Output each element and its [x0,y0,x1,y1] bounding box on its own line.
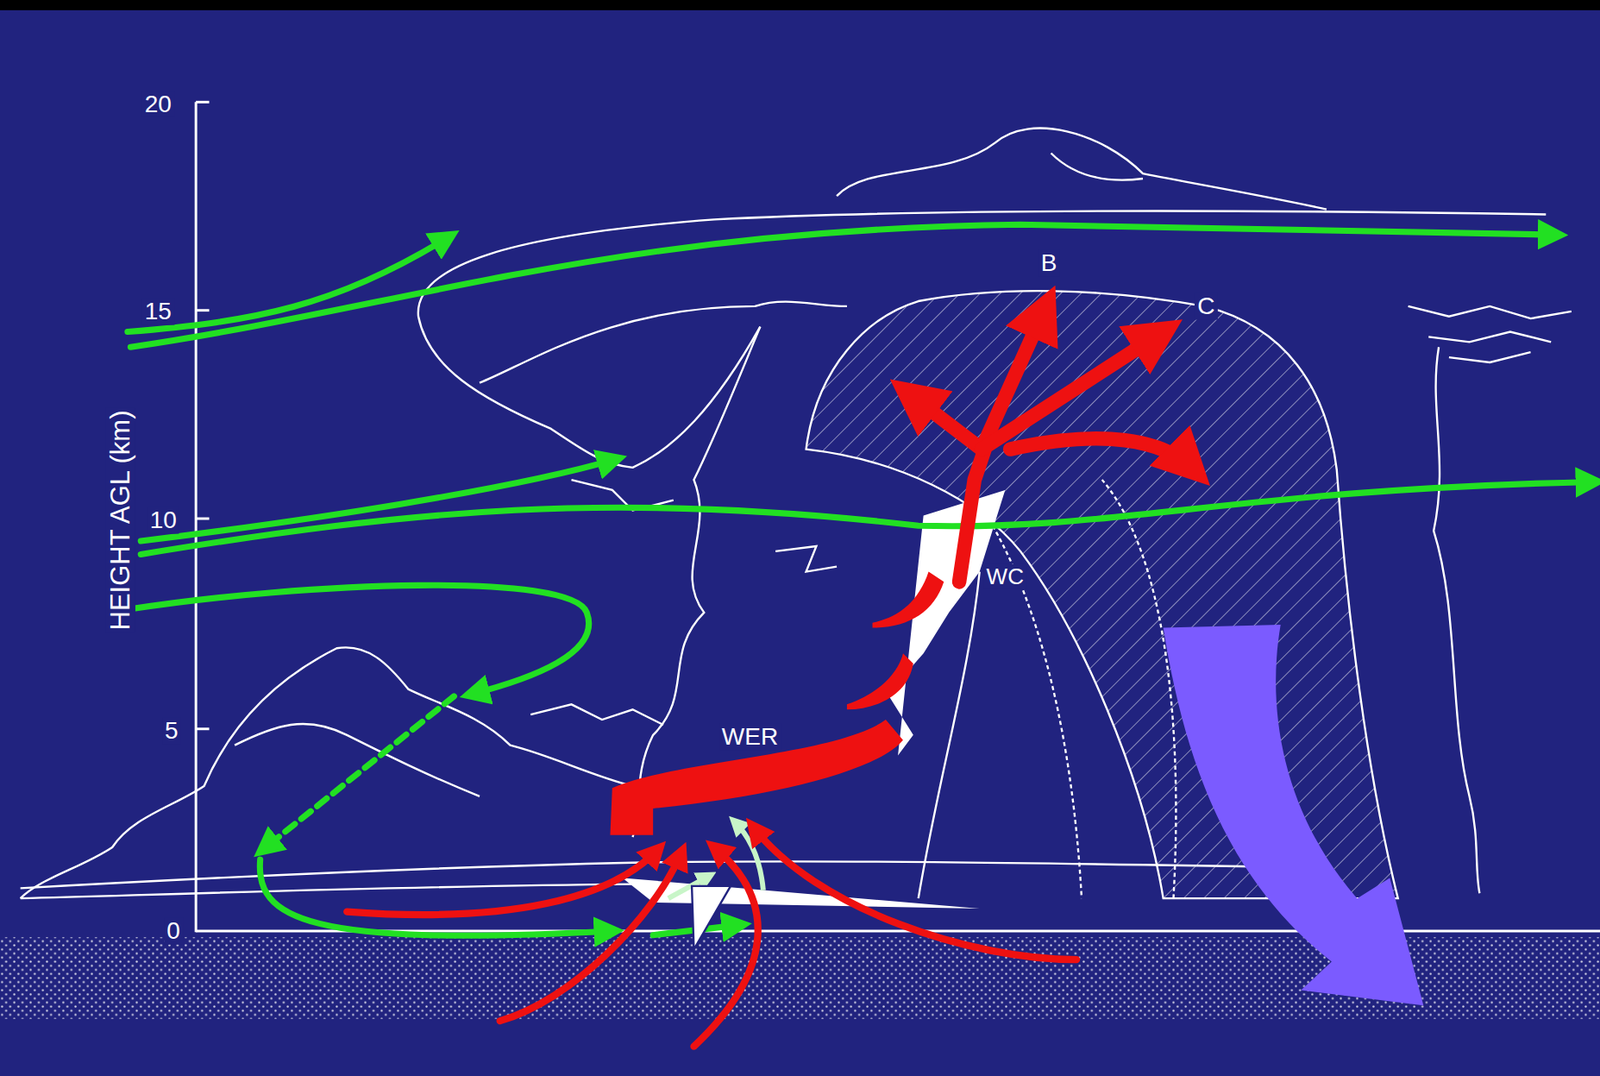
axis-title: HEIGHT AGL (km) [106,407,136,634]
axis-tick-label: 0 [163,917,183,945]
axis-tick-label: 10 [147,507,180,534]
axis-tick-label: 5 [162,717,182,745]
axis-tick-label: 15 [142,297,175,325]
region-label: WER [719,723,781,751]
axis-tick-label: 20 [142,90,175,118]
region-label: WC [984,564,1027,590]
region-label: C [1194,293,1218,320]
region-label: B [1038,250,1061,277]
